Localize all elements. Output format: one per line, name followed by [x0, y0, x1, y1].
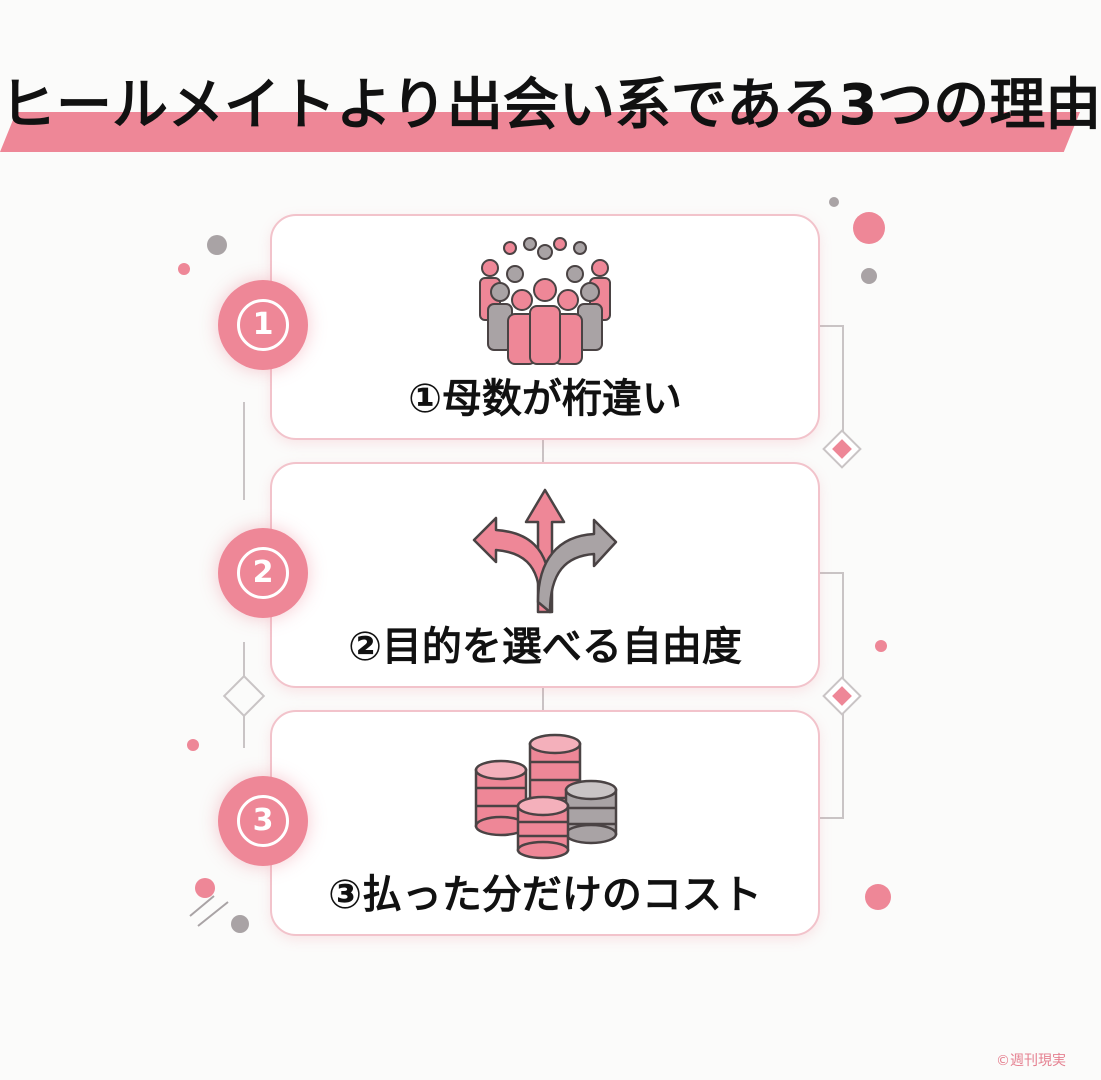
title-band	[0, 112, 1080, 152]
reason-label: ③払った分だけのコスト	[328, 872, 762, 918]
diamond-marker	[822, 676, 862, 716]
reason-card-3: ③払った分だけのコスト	[270, 710, 820, 936]
step-number-3: 3	[218, 776, 308, 866]
step-number-2: 2	[218, 528, 308, 618]
reason-label: ①母数が桁違い	[408, 376, 682, 422]
coin-stacks-icon	[474, 733, 618, 860]
step-number-1: 1	[218, 280, 308, 370]
crowd-icon	[479, 237, 611, 365]
diamond-marker	[822, 429, 862, 469]
reason-label: ②目的を選べる自由度	[348, 624, 742, 670]
reason-card-1: ①母数が桁違い	[270, 214, 820, 440]
page-title: ヒールメイトより出会い系である3つの理由	[0, 73, 1101, 138]
reason-card-2: ②目的を選べる自由度	[270, 462, 820, 688]
branching-arrows-icon	[472, 488, 618, 614]
diamond-marker-outline	[222, 674, 266, 718]
copyright-text: ©週刊現実	[996, 1053, 1066, 1069]
